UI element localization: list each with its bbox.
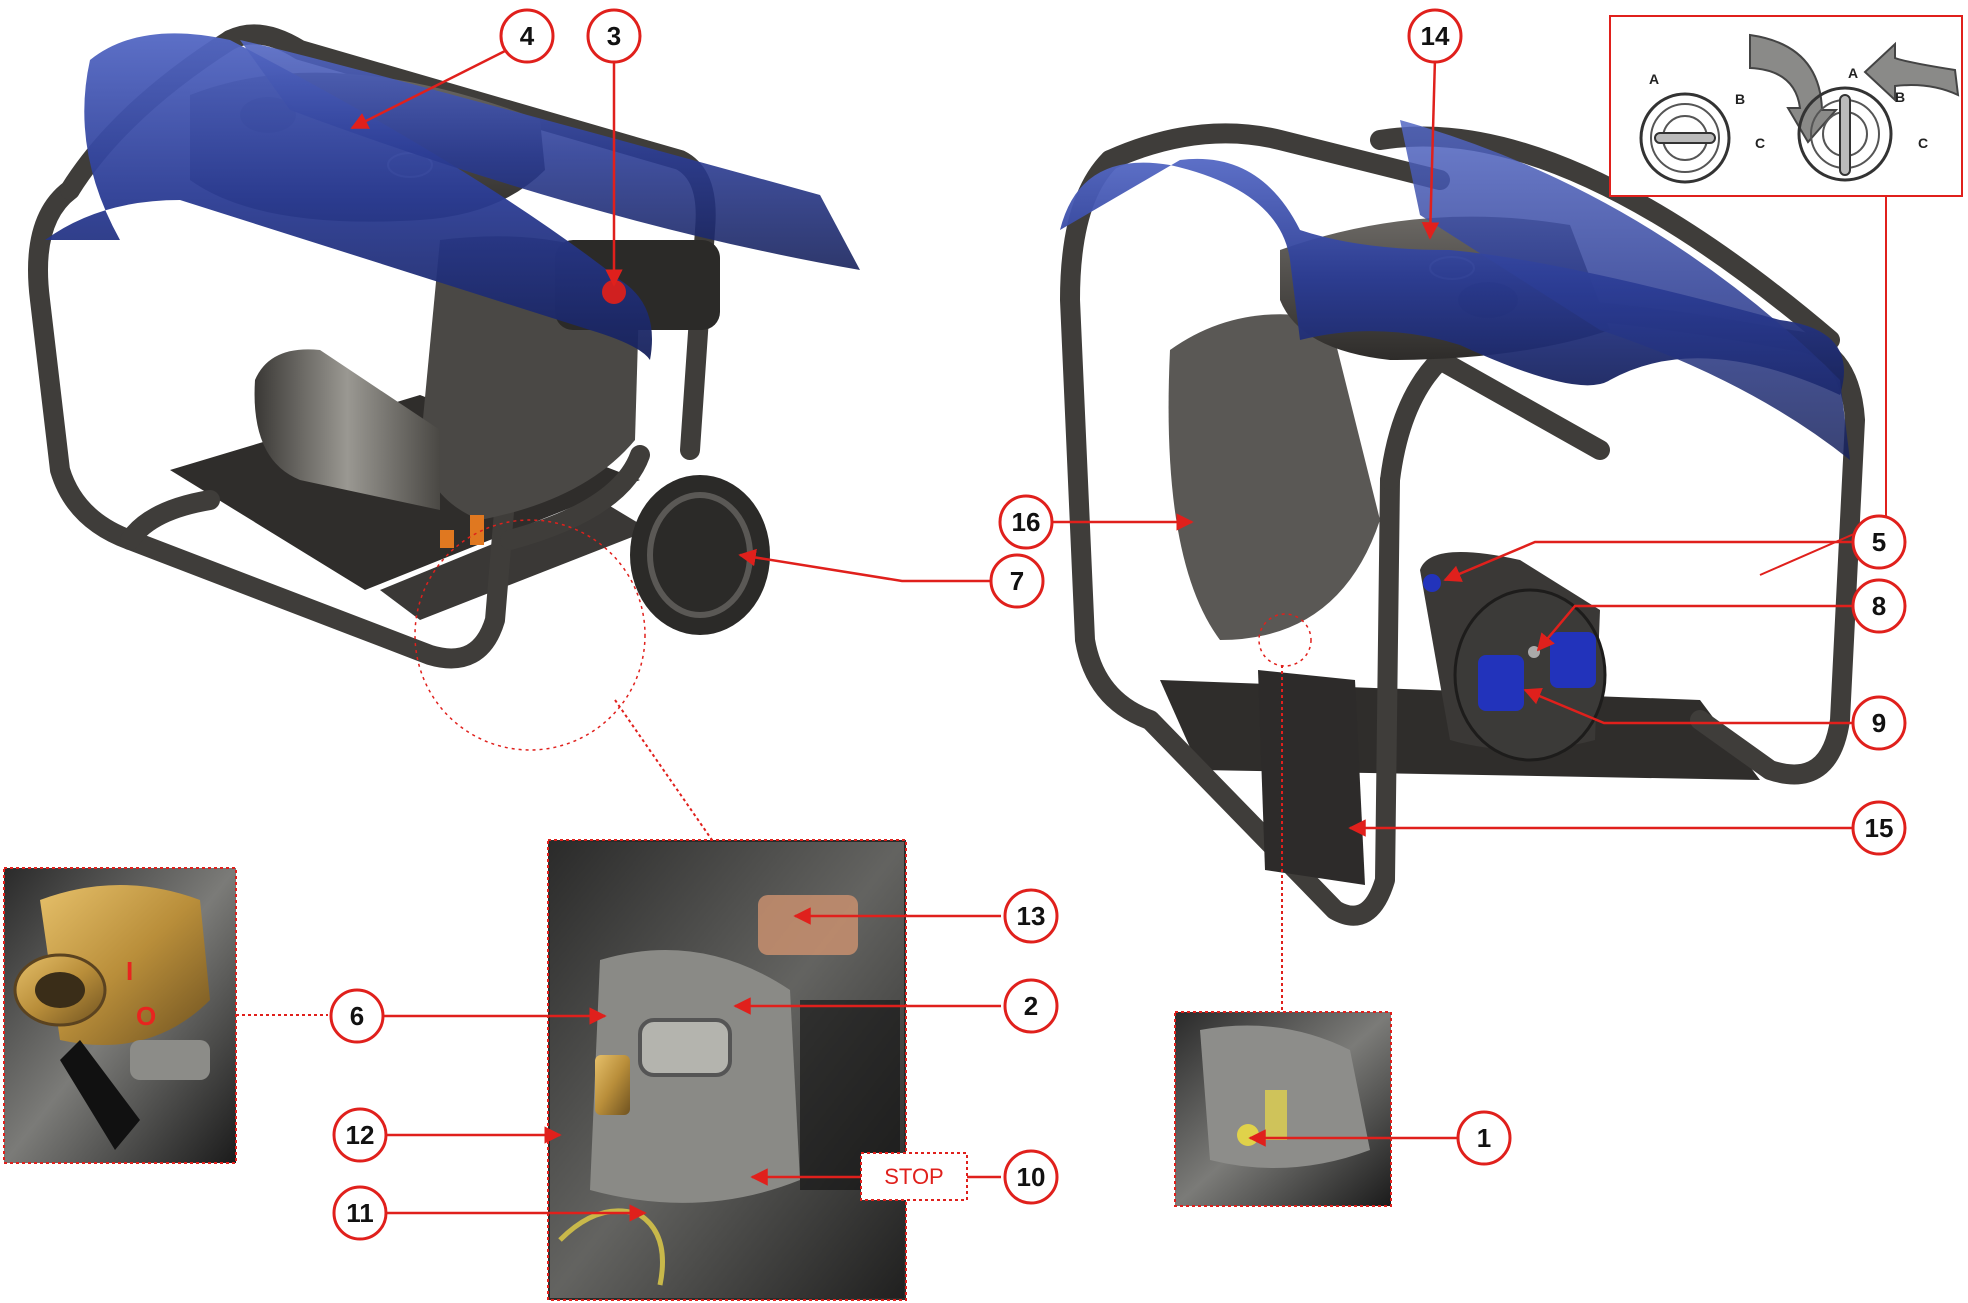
callout-10: 10 (1003, 1149, 1059, 1205)
stop-label-box: STOP (860, 1152, 968, 1201)
right-zoom-circle (1258, 613, 1312, 667)
callout-3: 3 (586, 8, 642, 64)
left-blue-cover (45, 33, 652, 360)
left-blue-cover-right (240, 40, 860, 270)
callout-13: 13 (1003, 888, 1059, 944)
left-fuel-valve-orange (470, 515, 484, 545)
callout-label-2: 2 (1024, 991, 1038, 1021)
callout-1: 1 (1456, 1110, 1512, 1166)
key-switch-diagram-left: A B C (1639, 33, 1839, 184)
callout-2: 2 (1003, 978, 1059, 1034)
callout-label-8: 8 (1872, 591, 1886, 621)
key-switch-letter-b-right: B (1895, 89, 1905, 105)
engine-detail-leader (614, 699, 713, 841)
right-generator (1060, 120, 1865, 926)
right-breaker (1528, 646, 1540, 658)
key-switch-arrow-right (1863, 41, 1960, 103)
key-switch-diagram-right: A B C (1797, 41, 1960, 182)
left-alternator (254, 349, 440, 510)
left-generator (28, 24, 860, 751)
left-tap-orange (440, 530, 454, 548)
callout-4: 4 (499, 8, 555, 64)
callout-6: 6 (329, 988, 385, 1044)
fuel-valve-label-closed: O (136, 1001, 156, 1031)
callout-11: 11 (332, 1185, 388, 1241)
callout-label-4: 4 (520, 21, 535, 51)
callout-leaders (350, 48, 1857, 1222)
key-switch-letter-a-left: A (1649, 71, 1659, 87)
callout-label-1: 1 (1477, 1123, 1491, 1153)
right-battery (1258, 670, 1365, 885)
fuel-valve-inset: I O (3, 867, 237, 1164)
callout-label-5: 5 (1872, 527, 1886, 557)
callout-label-6: 6 (350, 1001, 364, 1031)
key-switch-inset: A B C A B C (1609, 15, 1963, 197)
key-switch-letter-a-right: A (1848, 65, 1858, 81)
callout-15: 15 (1851, 800, 1907, 856)
fuel-valve-label-open: I (126, 956, 133, 986)
callout-7: 7 (989, 553, 1045, 609)
callout-12: 12 (332, 1107, 388, 1163)
key-switch-letter-c-right: C (1918, 135, 1928, 151)
callout-label-16: 16 (1012, 507, 1041, 537)
right-blue-cover-top (1400, 120, 1850, 460)
callout-label-3: 3 (607, 21, 621, 51)
key-switch-letter-c-left: C (1755, 135, 1765, 151)
callout-5: 5 (1851, 514, 1907, 570)
callout-8: 8 (1851, 578, 1907, 634)
left-zoom-circle (414, 519, 646, 751)
callout-label-13: 13 (1017, 901, 1046, 931)
callout-label-7: 7 (1010, 566, 1024, 596)
callout-label-10: 10 (1017, 1162, 1046, 1192)
left-base-skid-2 (380, 500, 650, 620)
callout-label-15: 15 (1865, 813, 1894, 843)
callout-16: 16 (998, 494, 1054, 550)
starter-inset (1174, 1011, 1392, 1207)
key-switch-letter-b-left: B (1735, 91, 1745, 107)
key-switch-arrow-left (1749, 33, 1839, 144)
engine-detail-inset (547, 839, 907, 1301)
callout-label-14: 14 (1421, 21, 1450, 51)
callout-14: 14 (1407, 8, 1463, 64)
callout-label-12: 12 (346, 1120, 375, 1150)
stop-label: STOP (884, 1164, 944, 1189)
right-engine-block (1168, 314, 1380, 640)
callout-label-9: 9 (1872, 708, 1886, 738)
callout-label-11: 11 (346, 1198, 374, 1228)
right-socket-right (1550, 632, 1596, 688)
right-socket-left (1478, 655, 1524, 711)
right-key-switch (1423, 574, 1441, 592)
callout-9: 9 (1851, 695, 1907, 751)
